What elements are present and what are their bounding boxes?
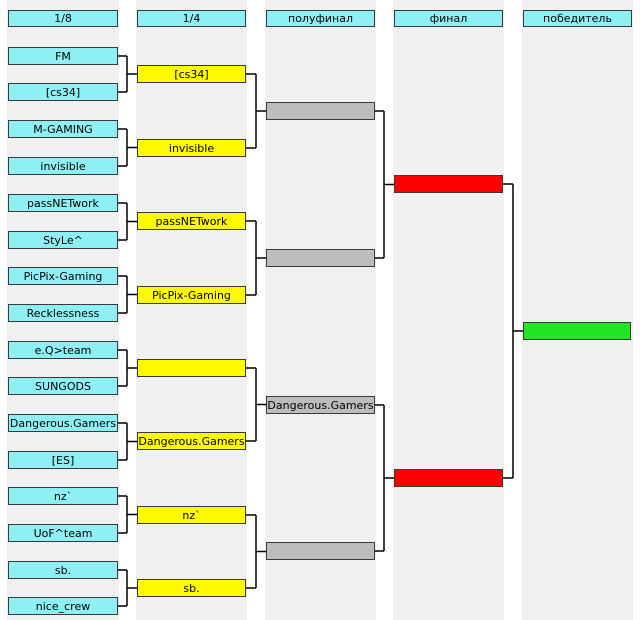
qf-slot-3: passNETwork	[137, 212, 246, 230]
r16-slot-2: [cs34]	[8, 83, 118, 101]
qf-slot-7: nz`	[137, 506, 246, 524]
r16-slot-13: nz`	[8, 487, 118, 505]
winner-slot	[523, 322, 631, 340]
column-bg-winner	[522, 0, 633, 620]
qf-slot-4: PicPix-Gaming	[137, 286, 246, 304]
qf-slot-1: [cs34]	[137, 65, 246, 83]
r16-slot-6: StyLe^	[8, 231, 118, 249]
sf-slot-1	[266, 102, 375, 120]
r16-slot-1: FM	[8, 47, 118, 65]
header-final: финал	[394, 10, 503, 27]
r16-slot-8: Recklessness	[8, 304, 118, 322]
qf-slot-2: invisible	[137, 139, 246, 157]
r16-slot-12: [ES]	[8, 451, 118, 469]
r16-slot-7: PicPix-Gaming	[8, 267, 118, 285]
column-bg-final	[393, 0, 504, 620]
qf-slot-6: Dangerous.Gamers	[137, 432, 246, 450]
final-slot-1	[394, 175, 503, 193]
sf-slot-3: Dangerous.Gamers	[266, 396, 375, 414]
header-1-4: 1/4	[137, 10, 246, 27]
header-winner: победитель	[523, 10, 632, 27]
final-slot-2	[394, 469, 503, 487]
r16-slot-16: nice_crew	[8, 597, 118, 615]
r16-slot-4: invisible	[8, 157, 118, 175]
header-1-8: 1/8	[8, 10, 118, 27]
r16-slot-15: sb.	[8, 561, 118, 579]
r16-slot-3: M-GAMING	[8, 120, 118, 138]
r16-slot-14: UoF^team	[8, 524, 118, 542]
sf-slot-4	[266, 542, 375, 560]
r16-slot-5: passNETwork	[8, 194, 118, 212]
qf-slot-8: sb.	[137, 579, 246, 597]
r16-slot-10: SUNGODS	[8, 377, 118, 395]
sf-slot-2	[266, 249, 375, 267]
r16-slot-9: e.Q>team	[8, 341, 118, 359]
qf-slot-5	[137, 359, 246, 377]
r16-slot-11: Dangerous.Gamers	[8, 414, 118, 432]
header-semifinal: полуфинал	[266, 10, 375, 27]
